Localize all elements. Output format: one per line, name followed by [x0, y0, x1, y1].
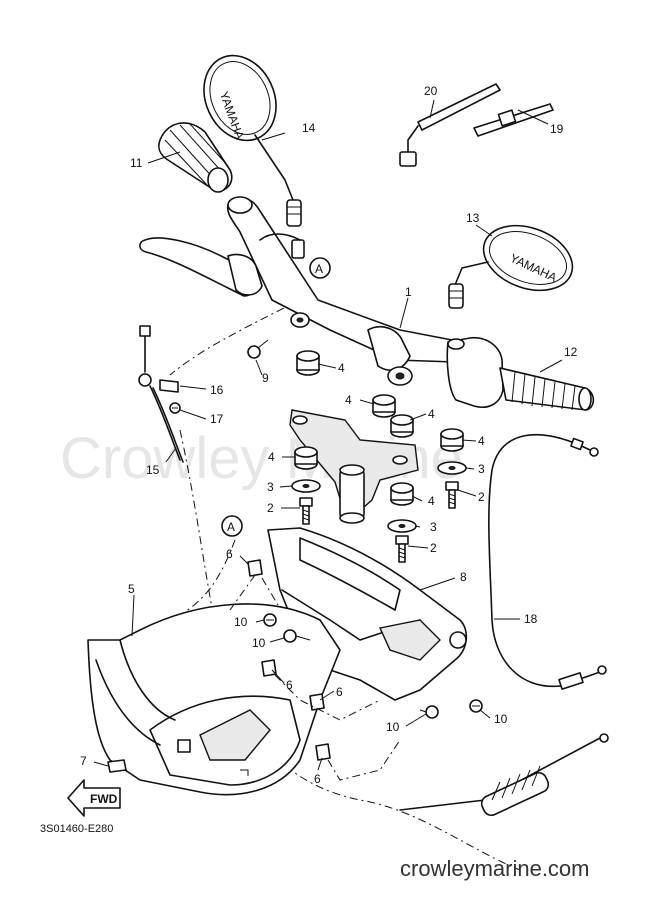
handlebar-holder[interactable] [289, 409, 419, 524]
screw-9[interactable] [247, 339, 269, 359]
callout-4: 4 [428, 407, 435, 421]
callout-6: 6 [336, 685, 343, 699]
assembly-line-1 [229, 574, 279, 611]
cable-15[interactable] [138, 325, 184, 463]
callout-7: 7 [80, 754, 87, 768]
callout-4: 4 [478, 434, 485, 448]
leader-dash-b [179, 539, 236, 616]
callout-5: 5 [128, 582, 135, 596]
bolt-group[interactable] [299, 481, 459, 563]
screw-10d [469, 699, 483, 713]
screw-group[interactable] [263, 613, 483, 719]
grommet-6 [440, 428, 464, 452]
site-url[interactable]: crowleymarine.com [400, 856, 590, 881]
fwd-arrow-icon: FWD [67, 779, 121, 817]
screw-10a [263, 613, 277, 627]
callout-3: 3 [478, 462, 485, 476]
bolt-2 [395, 535, 409, 563]
fwd-label: FWD [90, 792, 118, 806]
handlebar[interactable] [226, 196, 456, 386]
screw-17[interactable] [169, 402, 181, 414]
leader-dash-a [169, 299, 301, 376]
bolt-3 [445, 481, 459, 509]
cable-tie-19[interactable] [473, 103, 554, 137]
callout-2: 2 [478, 490, 485, 504]
callout-3: 3 [267, 480, 274, 494]
callout-8: 8 [460, 570, 467, 584]
callout-14: 14 [302, 121, 316, 135]
grommet-1 [296, 350, 320, 376]
svg-text:A: A [315, 262, 323, 276]
nut-6a [247, 559, 263, 577]
callout-11: 11 [130, 156, 143, 170]
callout-15: 15 [146, 463, 160, 477]
callout-19: 19 [550, 122, 564, 136]
part-7[interactable] [107, 759, 127, 773]
callout-a-top: A [309, 257, 331, 279]
nut-6c [309, 693, 325, 711]
callout-6: 6 [314, 772, 321, 786]
washer-2 [387, 519, 417, 533]
assembly-line-3 [327, 739, 401, 781]
right-grip[interactable] [446, 336, 595, 411]
cable-holder-16[interactable] [159, 379, 179, 393]
svg-text:A: A [227, 520, 235, 534]
cable-18[interactable] [488, 433, 607, 690]
callout-10: 10 [494, 712, 508, 726]
callout-3: 3 [430, 520, 437, 534]
callout-18: 18 [524, 612, 538, 626]
diagram-code: 3S01460-E280 [40, 823, 113, 835]
left-grip[interactable] [158, 122, 233, 193]
callout-2: 2 [267, 501, 274, 515]
callout-4: 4 [338, 361, 345, 375]
grommet-3 [390, 414, 414, 438]
screw-10b [283, 629, 311, 643]
callout-4: 4 [428, 494, 435, 508]
callout-4: 4 [345, 393, 352, 407]
callout-6: 6 [286, 678, 293, 692]
bolt-1 [299, 497, 313, 525]
callout-10: 10 [386, 720, 400, 734]
callout-10: 10 [252, 636, 266, 650]
grommet-4 [294, 446, 318, 470]
washer-3 [437, 461, 467, 475]
cable-lower-right[interactable] [399, 733, 609, 818]
callout-2: 2 [430, 541, 437, 555]
callout-20: 20 [424, 84, 438, 98]
right-mirror[interactable]: YAMAHA [448, 214, 581, 309]
screw-10c [419, 705, 439, 719]
callout-12: 12 [564, 345, 578, 359]
grommet-group[interactable] [294, 350, 464, 506]
callout-16: 16 [210, 383, 224, 397]
left-mirror[interactable]: YAMAHA [191, 44, 302, 227]
leader-lines [93, 99, 563, 771]
callout-13: 13 [466, 211, 480, 225]
grommet-5 [390, 482, 414, 506]
grommet-2 [372, 394, 396, 418]
washer-1 [291, 479, 321, 493]
callout-1: 1 [405, 285, 412, 299]
callout-9: 9 [262, 371, 269, 385]
assembly-line-2 [274, 674, 381, 721]
washer-group[interactable] [291, 461, 467, 533]
callout-10: 10 [234, 615, 248, 629]
callout-17: 17 [210, 412, 224, 426]
callout-a-bottom: A [221, 515, 243, 537]
nut-6d [315, 743, 331, 761]
cable-tie-20[interactable] [399, 83, 501, 167]
callout-6: 6 [226, 547, 233, 561]
nut-6b [261, 659, 277, 677]
front-cover[interactable] [87, 603, 341, 796]
callout-4: 4 [268, 450, 275, 464]
left-brake-lever[interactable] [139, 237, 263, 297]
callout-numbers: 1 2 2 2 3 3 3 4 4 4 4 4 4 5 6 6 6 6 7 8 … [80, 84, 578, 786]
